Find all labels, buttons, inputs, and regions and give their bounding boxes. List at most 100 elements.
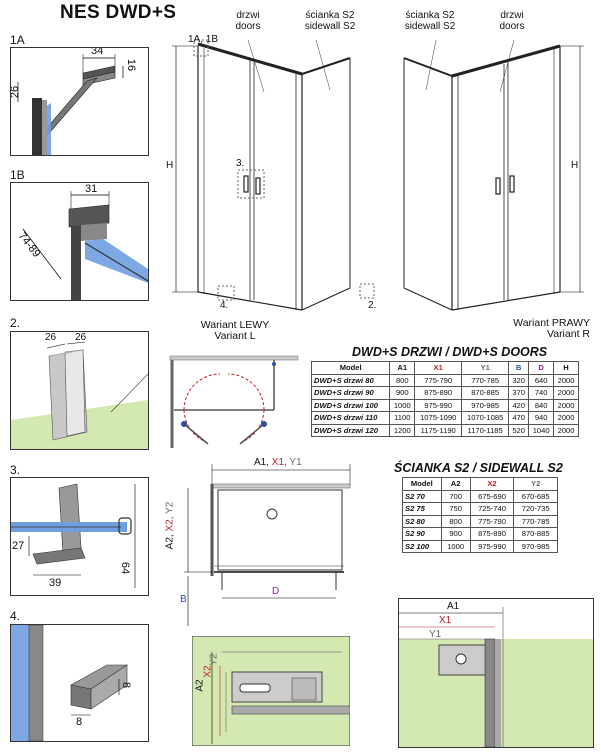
sidewall-col-a2: A2 — [440, 477, 471, 491]
page-title: NES DWD+S — [60, 2, 177, 23]
table-cell: 750 — [440, 502, 471, 516]
table-cell: 870-885 — [461, 386, 510, 400]
panel-2: 26 26 — [10, 331, 149, 450]
detail-right-x1: X1 — [439, 615, 452, 626]
table-cell: 1200 — [389, 423, 416, 437]
table-cell: 2000 — [553, 386, 579, 400]
panel-3-label: 3. — [10, 463, 21, 477]
right-variant-drawing — [403, 39, 584, 311]
table-cell: 520 — [508, 423, 530, 437]
plan-label-b: B — [180, 594, 187, 605]
table-cell: 2000 — [553, 411, 579, 425]
table-cell: 770-785 — [513, 514, 558, 528]
right-variant-caption: Wariant PRAWY Variant R — [474, 318, 590, 340]
table-cell: 700 — [440, 489, 471, 503]
right-sidewall-label: ścianka S2 sidewall S2 — [390, 10, 470, 32]
right-doors-en: doors — [499, 21, 525, 32]
table-cell: 1170-1185 — [461, 423, 510, 437]
marker-4: 4. — [220, 300, 229, 311]
table-cell: 1000 — [389, 398, 416, 412]
left-height-label: H — [166, 160, 174, 171]
left-doors-en: doors — [235, 21, 261, 32]
table-cell: 1040 — [528, 423, 555, 437]
right-variant-view: ścianka S2 sidewall S2 drzwi doors H War… — [390, 0, 595, 345]
table-cell: DWD+S drzwi 90 — [310, 386, 391, 400]
door-swing-diagram — [162, 352, 302, 450]
plan-top-dims: A1, X1, Y1 — [254, 457, 302, 468]
table-cell: 970-985 — [513, 539, 558, 553]
table-cell: 470 — [508, 411, 530, 425]
doors-col-y1: Y1 — [461, 361, 510, 375]
table-cell: 370 — [508, 386, 530, 400]
dim-4-h: 8 — [120, 681, 133, 689]
table-cell: 1070-1085 — [461, 411, 510, 425]
dim-2-b: 26 — [75, 332, 87, 343]
detail-left-x2: X2 — [202, 665, 214, 678]
table-cell: 1075-1090 — [414, 411, 463, 425]
right-variant-pl: Wariant PRAWY — [513, 317, 590, 329]
panel-1b-label: 1B — [10, 168, 25, 182]
plan-side-a2: A2, — [164, 534, 176, 550]
doors-col-b: B — [508, 361, 530, 375]
left-variant-view: 1A, 1B drzwi doors ścianka S2 sidewall S… — [160, 0, 385, 345]
plan-side-dims: A2, X2, Y2 — [164, 502, 175, 550]
right-variant-en: Variant R — [547, 328, 590, 340]
right-sidewall-en: sidewall S2 — [404, 21, 456, 32]
table-cell: 740 — [528, 386, 555, 400]
table-cell: 870-885 — [513, 527, 558, 541]
panel-1b-drawing — [22, 191, 148, 300]
doors-col-x1: X1 — [414, 361, 463, 375]
plan-view: A1, X1, Y1 A2, X2, Y2 B D — [164, 456, 362, 632]
sidewall-table-header: Model A2 X2 Y2 — [402, 477, 558, 491]
doors-table-header: Model A1 X1 Y1 B D H — [310, 361, 579, 375]
dim-3-v: 64 — [119, 561, 132, 575]
doors-col-a1: A1 — [389, 361, 416, 375]
dim-2-a: 26 — [45, 332, 57, 343]
plan-side-x2: X2, — [164, 516, 176, 532]
left-sidewall-pl: ścianka S2 — [305, 10, 355, 21]
dim-1a-width: 34 — [91, 47, 104, 57]
table-cell: S2 70 — [402, 489, 442, 503]
table-cell: 1100 — [389, 411, 416, 425]
right-sidewall-pl: ścianka S2 — [405, 10, 455, 21]
marker-2: 2. — [368, 300, 377, 311]
door-swing-drawing — [169, 355, 299, 448]
sidewall-col-model: Model — [402, 477, 442, 491]
left-variant-en: Variant L — [214, 330, 256, 342]
table-cell: 1000 — [440, 539, 471, 553]
dim-1a-height: 16 — [125, 58, 138, 72]
left-variant-pl: Wariant LEWY — [200, 319, 270, 331]
table-cell: S2 75 — [402, 502, 442, 516]
doors-table-title: DWD+S DRZWI / DWD+S DOORS — [352, 345, 548, 359]
panel-4: 8 8 — [10, 624, 149, 742]
table-cell: 875-890 — [414, 386, 463, 400]
detail-right-drawing — [399, 607, 593, 748]
left-sidewall-label: ścianka S2 sidewall S2 — [290, 10, 370, 32]
marker-1a-1b: 1A, 1B — [188, 34, 219, 45]
doors-col-d: D — [528, 361, 555, 375]
doors-col-model: Model — [310, 361, 391, 375]
panel-2-label: 2. — [10, 316, 21, 330]
table-cell: 775-790 — [469, 514, 515, 528]
right-height-label: H — [571, 160, 579, 171]
table-cell: S2 100 — [402, 539, 442, 553]
detail-left: A2 X2 Y2 — [191, 635, 351, 747]
detail-left-drawing — [191, 635, 351, 747]
left-variant-caption: Wariant LEWY Variant L — [180, 320, 290, 342]
left-sidewall-en: sidewall S2 — [304, 21, 356, 32]
sidewall-table-title: ŚCIANKA S2 / SIDEWALL S2 — [394, 461, 563, 475]
table-cell: 970-985 — [461, 398, 510, 412]
table-cell: 2000 — [553, 398, 579, 412]
table-cell: 2000 — [553, 423, 579, 437]
panel-4-drawing — [11, 625, 128, 741]
dim-3-w: 39 — [49, 577, 62, 589]
